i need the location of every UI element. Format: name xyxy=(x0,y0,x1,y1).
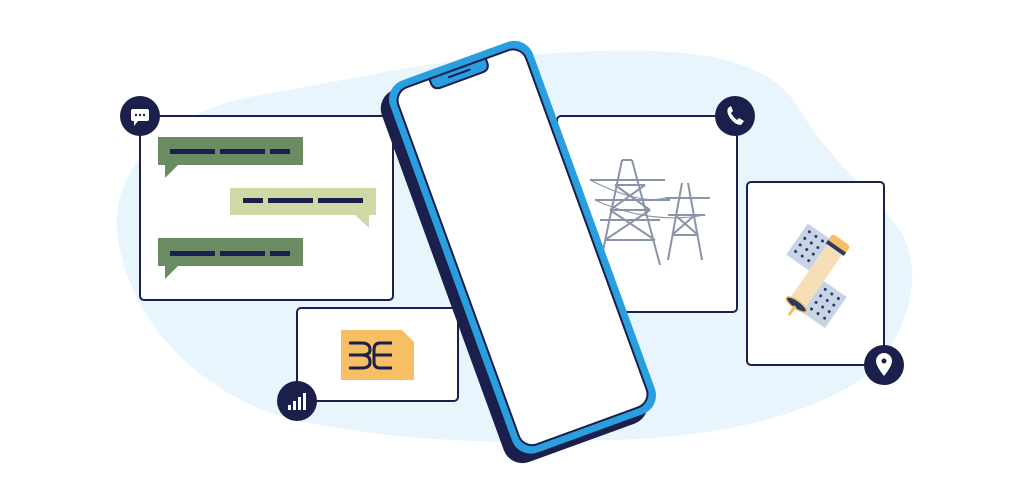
smartphone-icon xyxy=(380,40,657,464)
sim-card-icon xyxy=(341,330,414,380)
chat-bubble-icon xyxy=(120,96,160,136)
phone-icon xyxy=(715,96,755,136)
sim-panel xyxy=(296,307,459,402)
chat-bubble-outgoing xyxy=(230,188,376,228)
satellite-panel xyxy=(746,181,885,366)
power-tower-icon xyxy=(589,159,710,266)
location-pin-icon xyxy=(864,345,904,385)
chat-bubble-incoming xyxy=(158,238,303,279)
chat-bubble-incoming xyxy=(158,137,303,178)
satellite-icon xyxy=(785,223,850,329)
signal-bars-icon xyxy=(277,381,317,421)
chat-panel xyxy=(139,115,394,301)
